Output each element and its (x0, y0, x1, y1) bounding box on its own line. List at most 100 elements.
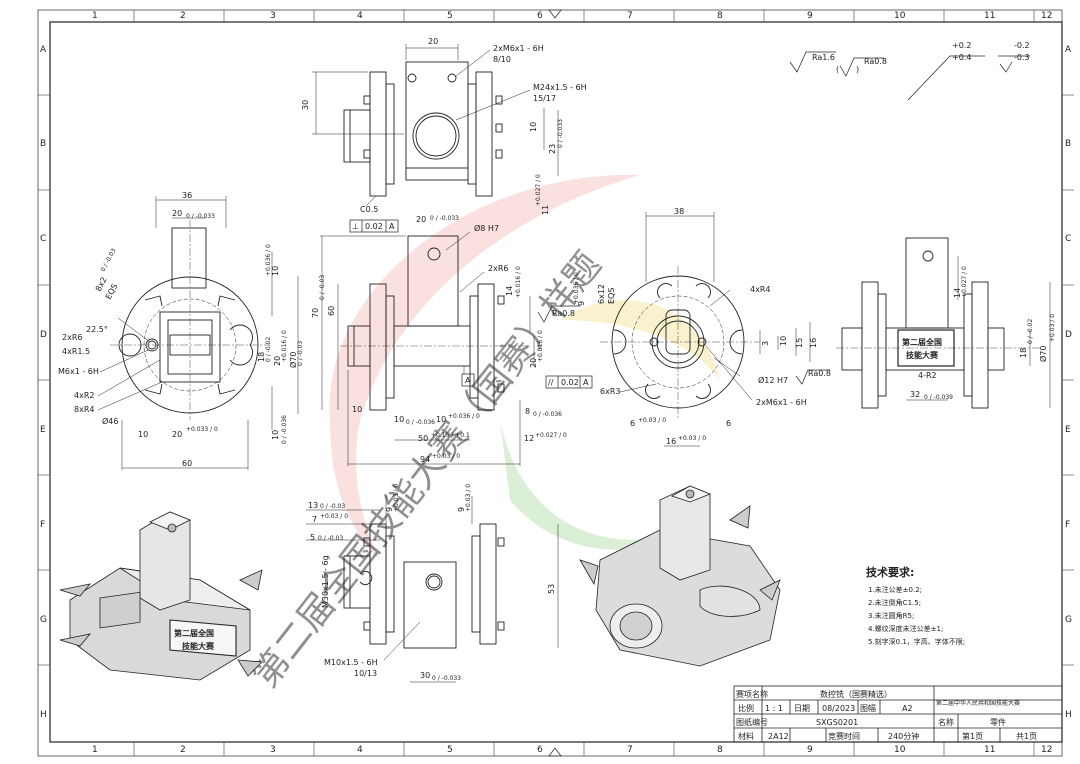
left-r2: 4xR2 (74, 391, 94, 400)
right-dim-16: 16 (809, 338, 818, 348)
zone-col-11: 11 (984, 11, 995, 21)
left-phi46: Ø46 (102, 416, 118, 426)
tb-sheet-label: 第1页 (962, 731, 983, 741)
farright-dim-18: 18 (1019, 348, 1028, 358)
front-dim-50-tol: +0.15 / +0.1 (431, 432, 470, 439)
left-dim-36: 36 (182, 191, 192, 200)
tech-req-item-2: 2.未注倒角C1.5; (868, 598, 921, 607)
bottom-view (306, 496, 559, 683)
front-ra-symbol (537, 305, 580, 323)
right-ra: Ra0.8 (808, 369, 831, 378)
tech-req-item-5: 5.刻字深0.1，字高、字体不限; (868, 637, 965, 646)
front-view (320, 231, 535, 466)
zone-row-b: B (40, 139, 46, 149)
right-dim-6b: 6 (726, 419, 731, 428)
right-dim-3: 3 (761, 341, 770, 346)
top-dim-30: 30 (301, 100, 310, 110)
zone-col-4: 4 (357, 11, 363, 21)
front-perp-datum: A (389, 222, 395, 231)
front-dim-8: 8 (525, 407, 530, 416)
bottom-dim-13-tol: 0 / -0.03 (320, 503, 345, 510)
tb-size-label: 图幅 (860, 703, 876, 713)
front-dim-12: 12 (524, 434, 534, 443)
zone-row-c-right: C (1065, 234, 1071, 244)
farright-phi70: Ø70 (1038, 346, 1048, 362)
right-dim-6-tol: +0.03 / 0 (638, 417, 666, 424)
front-r6: 2xR6 (488, 264, 508, 273)
front-dim-70-tol: 0 / -0.03 (319, 275, 326, 300)
tech-req-item-1: 1.未注公差±0.2; (868, 585, 922, 594)
bottom-dim-9b: 9 (457, 507, 466, 512)
watermark-logo (329, 174, 720, 560)
left-dim-20-bottom: 20 (172, 430, 182, 439)
left-dim-10-side-tol: 0 / -0.036 (281, 415, 288, 444)
right-dim-9-tol: +0.036 / 0 (573, 272, 580, 304)
tol-a-lower: +0.4 (952, 53, 971, 62)
zone-row-b-right: B (1065, 139, 1071, 149)
tb-time-label: 竞赛时间 (828, 731, 860, 741)
front-dim-94: 94 (420, 455, 430, 464)
front-dim-20r: 20 (529, 358, 538, 368)
perpendicularity-frame (349, 219, 399, 233)
left-dim-10-top: 10 (271, 266, 280, 276)
top-dim-11-tol: +0.027 / 0 (535, 174, 542, 206)
zone-labels-right: A B C D E F G H (1065, 45, 1072, 720)
tolerance-legend (907, 55, 1030, 101)
right-dim-6: 6 (630, 419, 635, 428)
zone-row-e-right: E (1065, 425, 1071, 435)
bottom-dim-7-tol: +0.03 / 0 (320, 513, 348, 520)
top-dim-11: 11 (541, 205, 550, 215)
zone-row-g-right: G (1065, 615, 1072, 625)
farright-dim-32-tol: 0 / -0.039 (924, 394, 953, 401)
left-r4: 8xR4 (74, 405, 94, 414)
zone-col-6-bottom: 6 (537, 745, 543, 755)
inner-frame (49, 21, 1063, 743)
right-ra-symbol (795, 369, 830, 385)
farright-dim-14: 14 (953, 288, 962, 298)
zone-col-11-bottom: 11 (984, 745, 995, 755)
front-dim-20: 20 (416, 215, 426, 224)
left-m6: M6x1 - 6H (58, 367, 99, 376)
title-block (733, 685, 1063, 743)
tb-scale-value: 1 : 1 (765, 704, 783, 713)
isometric-view-left (59, 511, 263, 681)
right-dim-15: 15 (795, 338, 804, 348)
tol-b-upper: -0.2 (1014, 41, 1030, 50)
tb-name-value: 零件 (990, 717, 1006, 727)
zone-row-a-right: A (1065, 45, 1072, 55)
front-dim-10b-tol: 0 / -0.036 (406, 419, 435, 426)
zone-row-h-right: H (1065, 710, 1072, 720)
iso-plate-line1: 第二届全国 (174, 628, 214, 638)
farright-dim-32: 32 (910, 390, 920, 399)
zone-row-f-right: F (1065, 520, 1070, 530)
zone-col-6: 6 (537, 11, 543, 21)
farright-r2: 4-R2 (918, 371, 937, 380)
front-dim-20r-tol: +0.016 / 0 (537, 330, 544, 362)
top-thread-2xm6-depth: 8/10 (493, 55, 511, 64)
zone-col-10: 10 (894, 11, 906, 21)
tb-date-value: 08/2023 (822, 704, 855, 713)
bottom-dim-9a: 9 (385, 507, 394, 512)
right-view (600, 212, 811, 447)
zone-col-9: 9 (807, 11, 813, 21)
left-dim-20-bottom-tol: +0.033 / 0 (186, 426, 218, 433)
top-thread-m24: M24x1.5 - 6H (533, 83, 587, 92)
isometric-view-right (579, 485, 781, 667)
left-dim-18: 18 (257, 352, 266, 362)
farright-plate-line2: 技能大赛 (906, 350, 939, 360)
front-dim-60: 60 (327, 306, 336, 316)
farright-dim-14-tol: +0.027 / 0 (961, 266, 968, 298)
tech-req-item-3: 3.未注圆角R5; (868, 611, 914, 620)
tol-a-upper: +0.2 (952, 41, 971, 50)
farright-dim-18-tol: 0 / -0.02 (1027, 319, 1034, 344)
bottom-dim-7: 7 (312, 515, 317, 524)
tb-sheet-total: 共1页 (1016, 732, 1037, 741)
parallelism-frame (545, 375, 593, 389)
front-dim-8-tol: 0 / -0.036 (533, 411, 562, 418)
front-ra: Ra0.8 (552, 309, 575, 318)
left-view (97, 196, 299, 470)
top-thread-2xm6: 2xM6x1 - 6H (493, 44, 544, 53)
top-chamfer: C0.5 (360, 205, 378, 214)
zone-col-12-bottom: 12 (1041, 745, 1052, 755)
zone-row-c: C (40, 234, 46, 244)
